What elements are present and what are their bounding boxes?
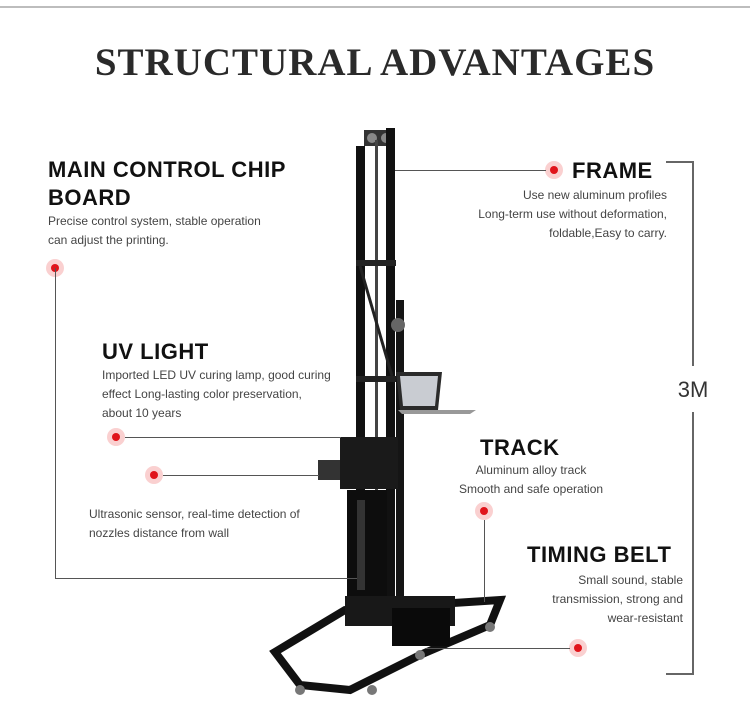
uv-light-leader bbox=[125, 437, 341, 438]
uv-light-desc-line3: about 10 years bbox=[102, 406, 182, 420]
frame-desc-line2: Long-term use without deformation, bbox=[478, 207, 667, 221]
page-title: STRUCTURAL ADVANTAGES bbox=[94, 41, 656, 84]
uv-light-heading: UV LIGHT bbox=[102, 339, 209, 364]
track-marker bbox=[475, 502, 493, 520]
ultrasonic-desc: Ultrasonic sensor, real-time detection o… bbox=[89, 505, 300, 543]
track-desc: Aluminum alloy track Smooth and safe ope… bbox=[451, 461, 611, 499]
main-control-leader-v bbox=[55, 268, 56, 579]
left-rail bbox=[356, 146, 365, 586]
timing-belt-desc: Small sound, stable transmission, strong… bbox=[500, 571, 683, 628]
main-control-heading: MAIN CONTROL CHIP BOARD bbox=[48, 156, 286, 212]
height-bracket-top bbox=[666, 161, 694, 163]
ultrasonic-leader bbox=[163, 475, 319, 476]
height-bracket-lower bbox=[692, 412, 694, 675]
track-desc-line2: Smooth and safe operation bbox=[458, 482, 604, 496]
height-bracket-upper bbox=[692, 161, 694, 366]
main-control-desc: Precise control system, stable operation… bbox=[48, 212, 261, 250]
frame-desc: Use new aluminum profiles Long-term use … bbox=[440, 186, 667, 243]
frame-leader bbox=[395, 170, 546, 171]
side-support bbox=[396, 300, 404, 600]
timing-belt-marker bbox=[569, 639, 587, 657]
frame-marker bbox=[545, 161, 563, 179]
timing-belt-desc-line2: transmission, strong and bbox=[552, 592, 683, 606]
track-heading: TRACK bbox=[480, 435, 560, 460]
timing-belt-desc-line1: Small sound, stable bbox=[578, 573, 683, 587]
frame-heading: FRAME bbox=[572, 158, 653, 183]
ultrasonic-marker bbox=[145, 466, 163, 484]
main-control-desc-line2: can adjust the printing. bbox=[48, 233, 169, 247]
timing-belt-leader bbox=[425, 648, 570, 649]
main-control-heading-line1: MAIN CONTROL CHIP bbox=[48, 157, 286, 182]
ultrasonic-desc-line1: Ultrasonic sensor, real-time detection o… bbox=[89, 507, 300, 521]
track-leader bbox=[484, 520, 485, 602]
top-divider bbox=[0, 6, 750, 8]
main-control-leader-h bbox=[55, 578, 357, 579]
ultrasonic-sensor bbox=[318, 460, 340, 480]
uv-light-desc-line1: Imported LED UV curing lamp, good curing bbox=[102, 368, 331, 382]
print-head-housing bbox=[347, 490, 387, 600]
frame-desc-line3: foldable,Easy to carry. bbox=[549, 226, 667, 240]
timing-belt-heading: TIMING BELT bbox=[527, 542, 672, 567]
height-label: 3M bbox=[677, 377, 709, 402]
uv-light-marker bbox=[107, 428, 125, 446]
main-control-desc-line1: Precise control system, stable operation bbox=[48, 214, 261, 228]
uv-light-desc-line2: effect Long-lasting color preservation, bbox=[102, 387, 302, 401]
print-carriage bbox=[340, 437, 398, 489]
main-control-heading-line2: BOARD bbox=[48, 185, 132, 210]
uv-light-desc: Imported LED UV curing lamp, good curing… bbox=[102, 366, 331, 423]
height-bracket-bottom bbox=[666, 673, 694, 675]
frame-desc-line1: Use new aluminum profiles bbox=[522, 188, 667, 202]
track-desc-line1: Aluminum alloy track bbox=[475, 463, 587, 477]
base-control-box bbox=[392, 608, 450, 646]
timing-belt-strip bbox=[375, 140, 378, 600]
right-rail bbox=[386, 128, 395, 598]
ultrasonic-desc-line2: nozzles distance from wall bbox=[89, 526, 230, 540]
timing-belt-desc-line3: wear-resistant bbox=[607, 611, 683, 625]
